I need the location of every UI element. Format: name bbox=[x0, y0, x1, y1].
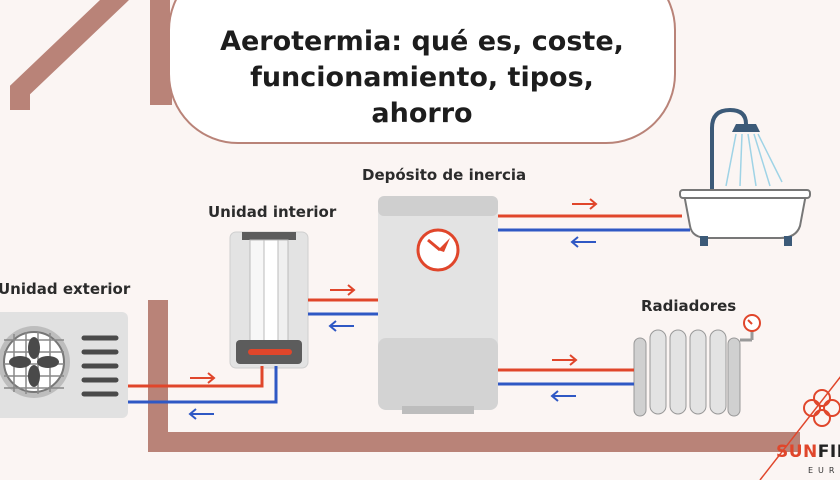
brand-sub: EURO bbox=[808, 466, 840, 475]
title-line-3: ahorro bbox=[371, 98, 473, 129]
house-outline bbox=[10, 0, 172, 110]
house-outline-lower bbox=[148, 300, 800, 452]
hot-pipe-outdoor bbox=[128, 366, 264, 388]
label-radiators: Radiadores bbox=[641, 297, 737, 315]
radiator-graphic bbox=[633, 314, 761, 417]
flow-arrows bbox=[188, 198, 598, 420]
bathtub-graphic bbox=[679, 107, 811, 246]
label-outdoor-unit: Unidad exterior bbox=[0, 280, 131, 298]
brand-name-part2: FIE bbox=[817, 442, 840, 462]
title-card bbox=[168, 0, 676, 144]
brand-name-part1: SUN bbox=[776, 442, 818, 462]
title-line-2: funcionamiento, tipos, bbox=[250, 62, 594, 93]
title-line-1: Aerotermia: qué es, coste, bbox=[220, 26, 624, 57]
brand-logo bbox=[759, 376, 840, 480]
buffer-tank-graphic bbox=[378, 196, 498, 414]
cold-pipe-outdoor bbox=[128, 366, 278, 404]
label-indoor-unit: Unidad interior bbox=[208, 203, 337, 221]
label-buffer-tank: Depósito de inercia bbox=[362, 166, 527, 184]
indoor-unit-graphic bbox=[229, 231, 309, 369]
page-title: Aerotermia: qué es, coste, funcionamient… bbox=[168, 24, 676, 132]
outdoor-unit-graphic bbox=[0, 312, 128, 418]
